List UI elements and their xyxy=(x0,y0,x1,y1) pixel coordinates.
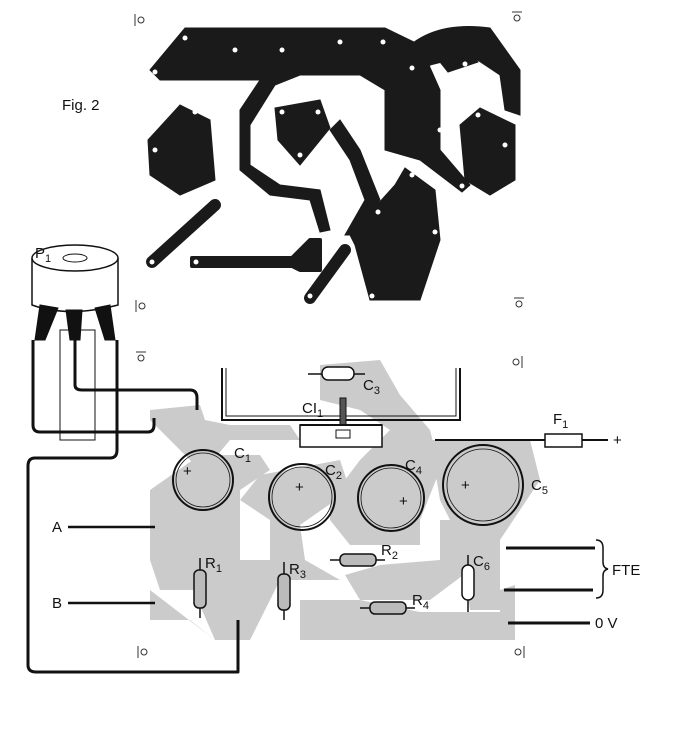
r4-label: R4 xyxy=(412,592,429,612)
regulator-ci1 xyxy=(299,397,383,448)
f1-label: F1 xyxy=(553,411,568,431)
resistor-r1 xyxy=(193,558,207,618)
r3-label: R3 xyxy=(289,561,306,581)
copper-pad xyxy=(147,104,216,196)
registration-marks xyxy=(134,11,525,658)
copper-trace xyxy=(329,119,381,236)
copper-pad xyxy=(274,99,331,166)
c5-label: C5 xyxy=(531,477,548,497)
svg-text:+: + xyxy=(183,463,192,480)
pot-wires xyxy=(26,340,240,674)
fuse-f1 xyxy=(544,433,583,448)
c6-label: C6 xyxy=(473,553,490,573)
capacitor-c4: + xyxy=(357,464,425,532)
svg-text:+: + xyxy=(295,479,304,496)
plus-terminal-label: + xyxy=(613,432,622,449)
ci1-label: CI1 xyxy=(302,400,323,420)
copper-pad xyxy=(459,107,516,196)
terminal-b-label: B xyxy=(52,595,62,612)
capacitor-c5: + xyxy=(442,444,524,526)
resistor-r2 xyxy=(330,553,385,567)
capacitor-c1: + xyxy=(172,449,234,511)
svg-text:+: + xyxy=(399,493,408,510)
drill-holes xyxy=(149,35,508,299)
c4-label: C4 xyxy=(405,457,422,477)
r1-label: R1 xyxy=(205,555,222,575)
c1-label: C1 xyxy=(234,445,251,465)
terminal-a-label: A xyxy=(52,519,62,536)
resistor-r4 xyxy=(360,601,415,615)
c3-label: C3 xyxy=(363,377,380,397)
capacitor-c2: + xyxy=(268,463,336,531)
r2-label: R2 xyxy=(381,542,398,562)
capacitor-c6 xyxy=(461,555,475,612)
copper-pad xyxy=(349,167,441,301)
capacitor-c3 xyxy=(308,366,365,381)
p1-label: P1 xyxy=(35,245,51,265)
c2-label: C2 xyxy=(325,462,342,482)
potentiometer-p1 xyxy=(31,244,119,441)
copper-side-board xyxy=(146,26,521,304)
copper-pad xyxy=(439,51,479,73)
figure-label: Fig. 2 xyxy=(62,97,100,114)
resistor-r3 xyxy=(277,562,291,620)
copper-trace xyxy=(190,238,322,272)
brace xyxy=(595,539,609,599)
fte-label: FTE xyxy=(612,562,640,579)
zero-volt-label: 0 V xyxy=(595,615,618,632)
svg-text:+: + xyxy=(461,477,470,494)
copper-trace xyxy=(149,27,471,233)
